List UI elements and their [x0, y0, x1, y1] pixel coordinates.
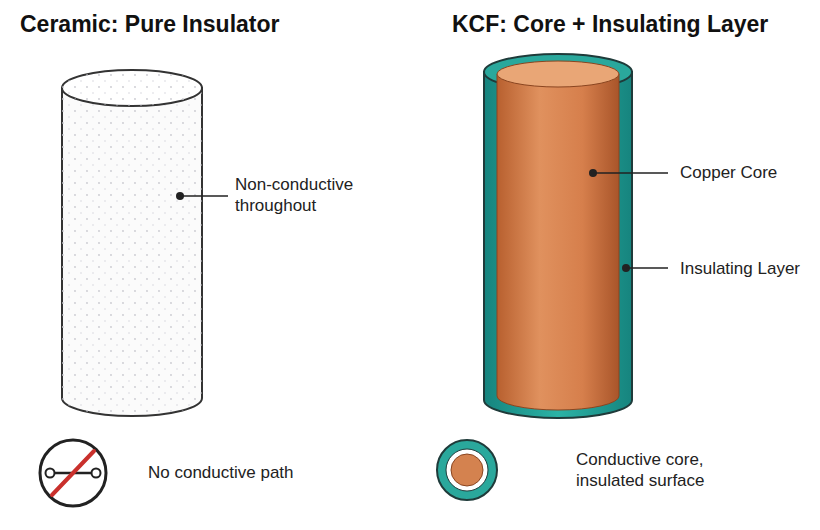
no-path-icon [40, 440, 106, 506]
kcf-cylinder [484, 54, 632, 418]
heading: Ceramic: Pure Insulator [20, 10, 279, 38]
icon-caption: No conductive path [148, 463, 294, 484]
cross-section-icon [437, 440, 497, 500]
callout-label: Copper Core [680, 163, 777, 184]
callout-label: Insulating Layer [680, 259, 800, 280]
leader-line [589, 169, 668, 272]
heading: KCF: Core + Insulating Layer [452, 10, 768, 38]
ceramic-cylinder [62, 70, 202, 416]
icon-caption: Conductive core, insulated surface [576, 450, 736, 491]
leader-line [176, 192, 228, 200]
callout-label: Non-conductive throughout [235, 175, 370, 216]
